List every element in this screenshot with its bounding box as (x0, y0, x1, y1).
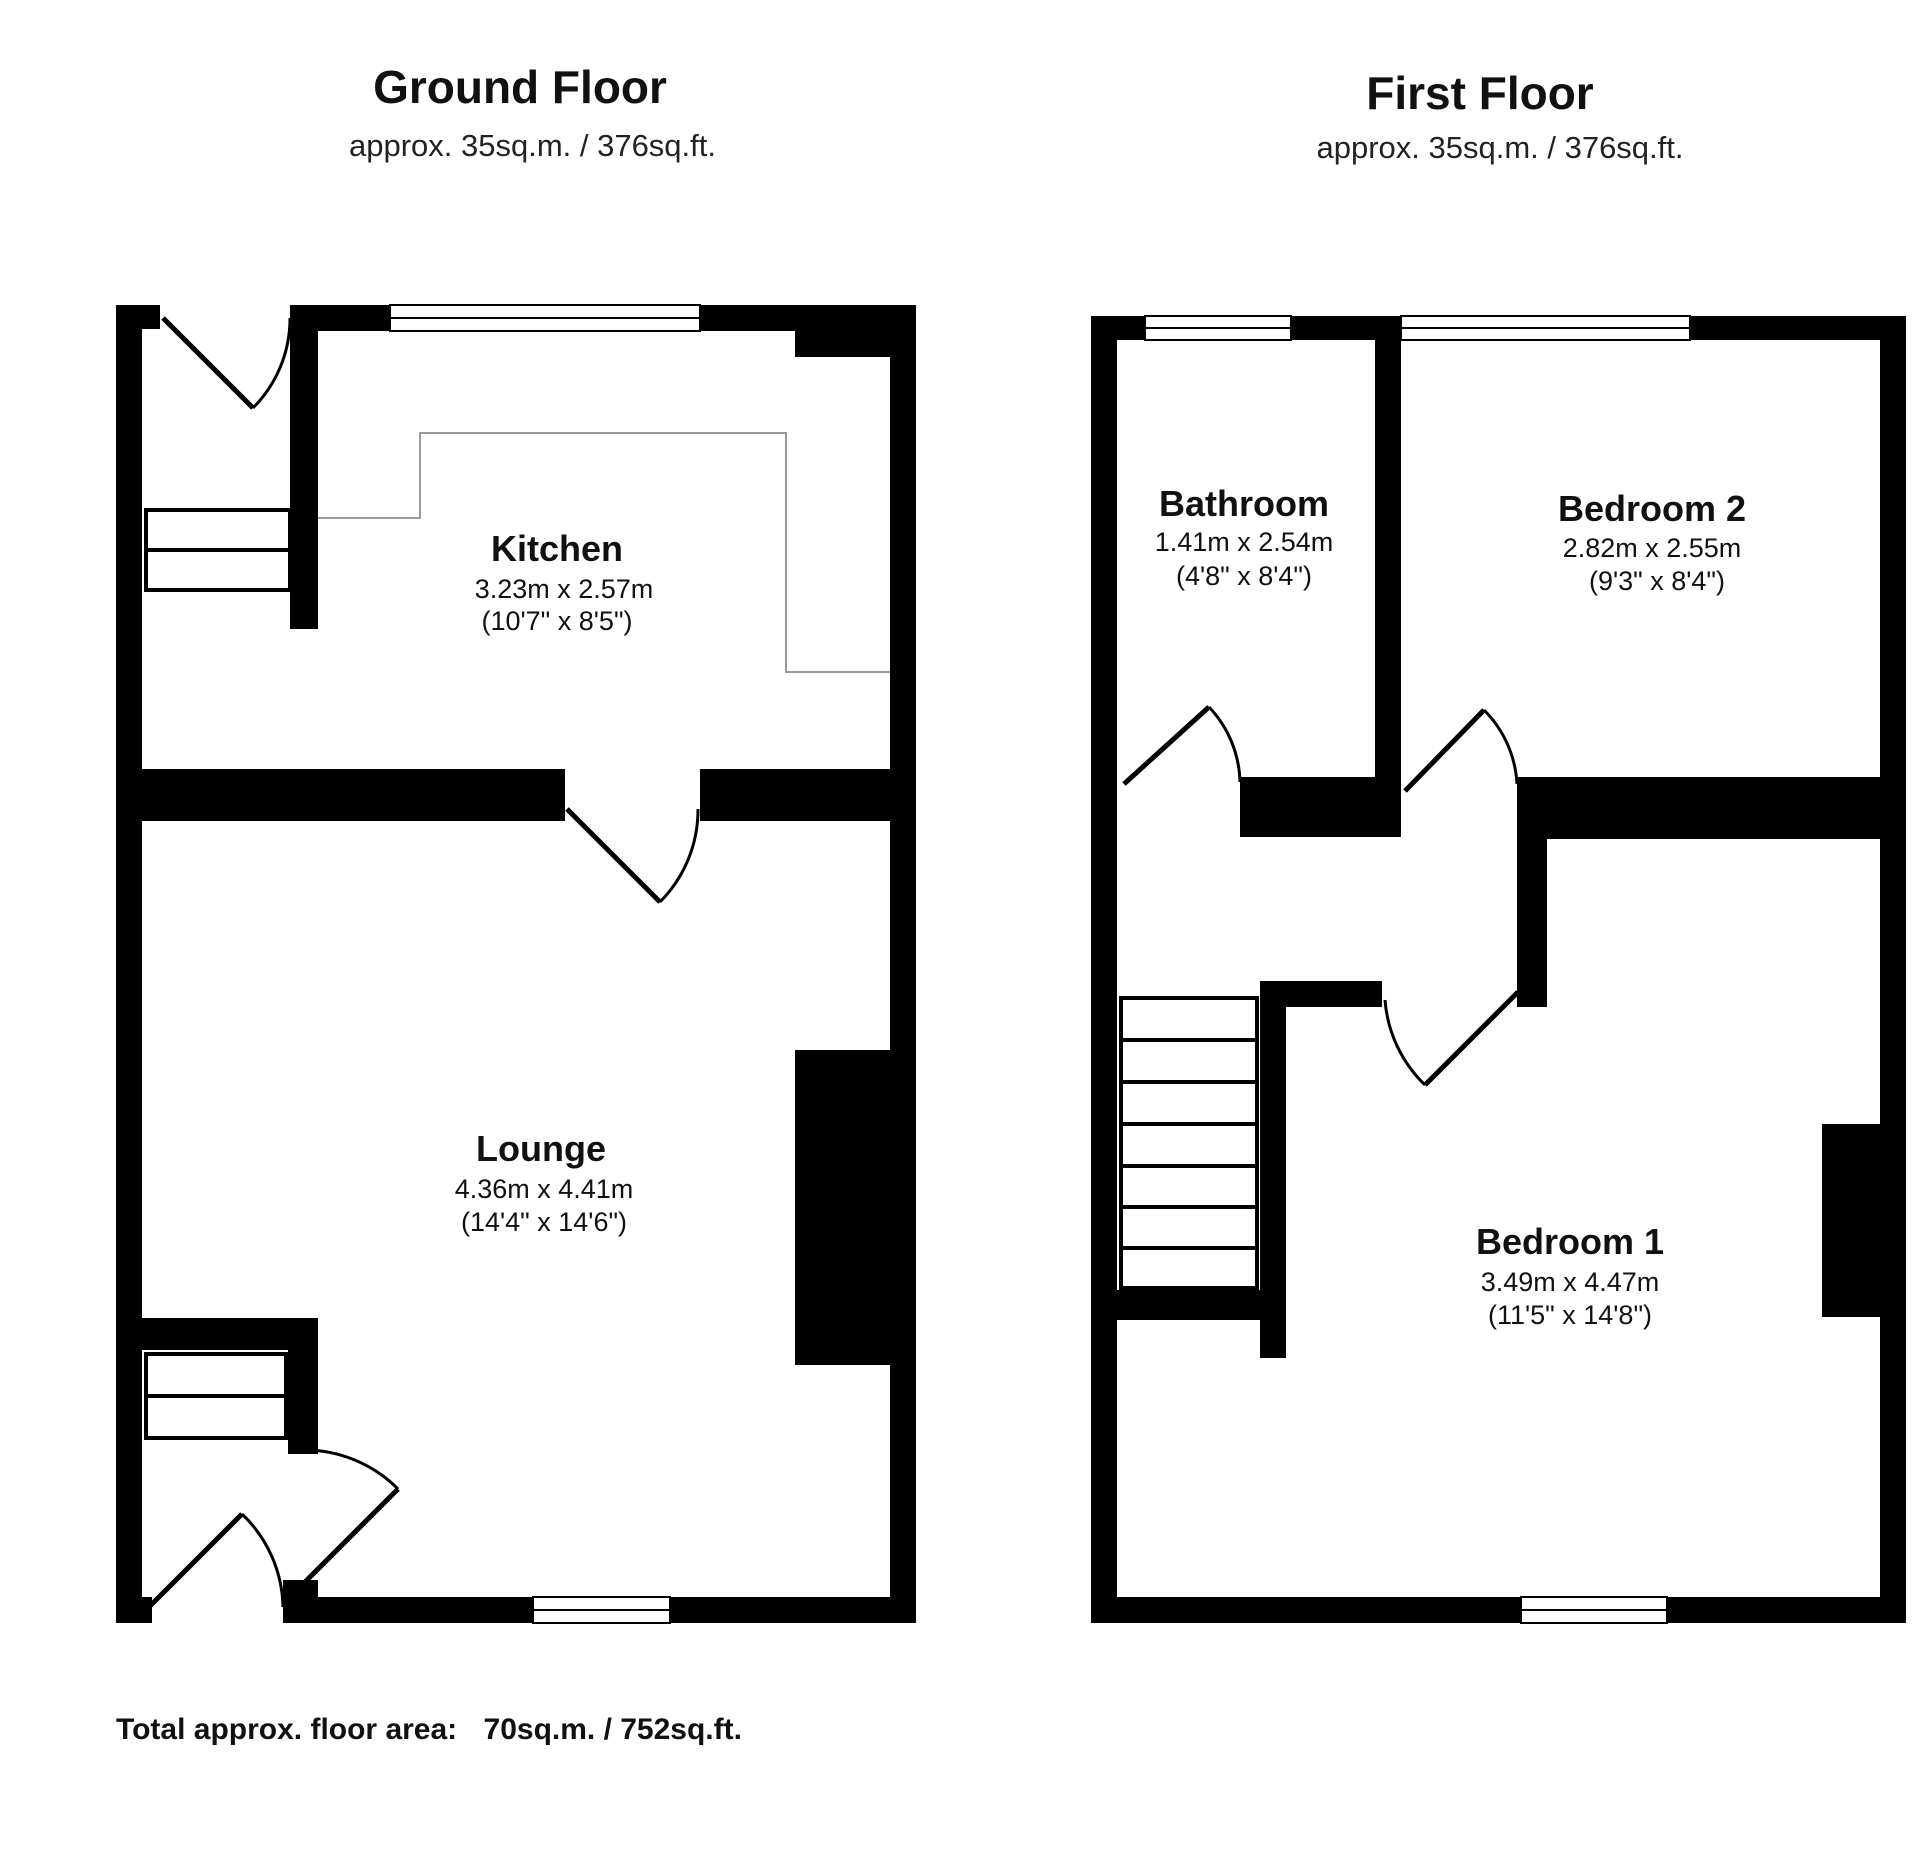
first-floor-doors (1122, 705, 1520, 1087)
ground-floor-title: Ground Floor (373, 61, 667, 113)
first-floor-area: approx. 35sq.m. / 376sq.ft. (1316, 130, 1684, 165)
ground-floor-walls (116, 305, 916, 1623)
bathroom-dims-metric: 1.41m x 2.54m (1155, 527, 1334, 557)
total-floor-area-value: 70sq.m. / 752sq.ft. (483, 1713, 742, 1746)
first-floor-windows (1144, 315, 1691, 1624)
ground-floor-labels: Kitchen 3.23m x 2.57m (10'7" x 8'5") Lou… (455, 528, 654, 1237)
bedroom1-dims-imperial: (11'5" x 14'8") (1488, 1300, 1652, 1330)
bathroom-door-leaf (1122, 705, 1211, 786)
cupboard-door-swing (302, 1448, 400, 1491)
bathroom-name: Bathroom (1159, 483, 1329, 524)
ground-floor-plan: Kitchen 3.23m x 2.57m (10'7" x 8'5") Lou… (116, 304, 916, 1624)
kitchen-door-leaf (565, 807, 662, 904)
first-floor-walls (1091, 316, 1906, 1623)
bedroom2-door-swing (1482, 708, 1519, 785)
first-floor-stairs (1119, 996, 1259, 1290)
bathroom-dims-imperial: (4'8" x 8'4") (1176, 561, 1312, 591)
kitchen-worktop (318, 432, 890, 673)
total-floor-area-label: Total approx. floor area: (116, 1713, 458, 1746)
first-floor-title: First Floor (1366, 67, 1594, 119)
bedroom1-name: Bedroom 1 (1476, 1221, 1664, 1262)
porch-door-leaf (161, 316, 255, 410)
bathroom-door-swing (1207, 705, 1242, 783)
bedroom1-door-leaf (1423, 990, 1520, 1087)
ground-floor-stairs (144, 508, 292, 1440)
front-door-leaf (147, 1512, 244, 1609)
lounge-name: Lounge (476, 1128, 606, 1169)
ground-floor-windows (389, 304, 701, 1624)
kitchen-door-swing (658, 808, 700, 904)
front-door-swing (240, 1512, 285, 1608)
kitchen-dims-metric: 3.23m x 2.57m (475, 574, 654, 604)
bedroom1-dims-metric: 3.49m x 4.47m (1481, 1267, 1660, 1297)
total-floor-area: Total approx. floor area: 70sq.m. / 752s… (116, 1713, 742, 1747)
cupboard-door-leaf (301, 1487, 400, 1586)
bedroom2-door-leaf (1403, 708, 1486, 793)
ground-floor-doors (147, 316, 700, 1609)
bedroom2-dims-imperial: (9'3" x 8'4") (1589, 566, 1725, 596)
kitchen-dims-imperial: (10'7" x 8'5") (481, 606, 632, 636)
porch-door-swing (251, 317, 292, 410)
first-floor-labels: Bathroom 1.41m x 2.54m (4'8" x 8'4") Bed… (1155, 483, 1746, 1330)
bedroom2-dims-metric: 2.82m x 2.55m (1563, 533, 1742, 563)
bedroom1-door-swing (1383, 999, 1427, 1087)
kitchen-name: Kitchen (491, 528, 623, 569)
lounge-dims-imperial: (14'4" x 14'6") (461, 1207, 627, 1237)
ground-floor-area: approx. 35sq.m. / 376sq.ft. (348, 128, 717, 163)
lounge-dims-metric: 4.36m x 4.41m (455, 1174, 634, 1204)
first-floor-plan: Bathroom 1.41m x 2.54m (4'8" x 8'4") Bed… (1091, 315, 1906, 1624)
bedroom2-name: Bedroom 2 (1558, 488, 1746, 529)
